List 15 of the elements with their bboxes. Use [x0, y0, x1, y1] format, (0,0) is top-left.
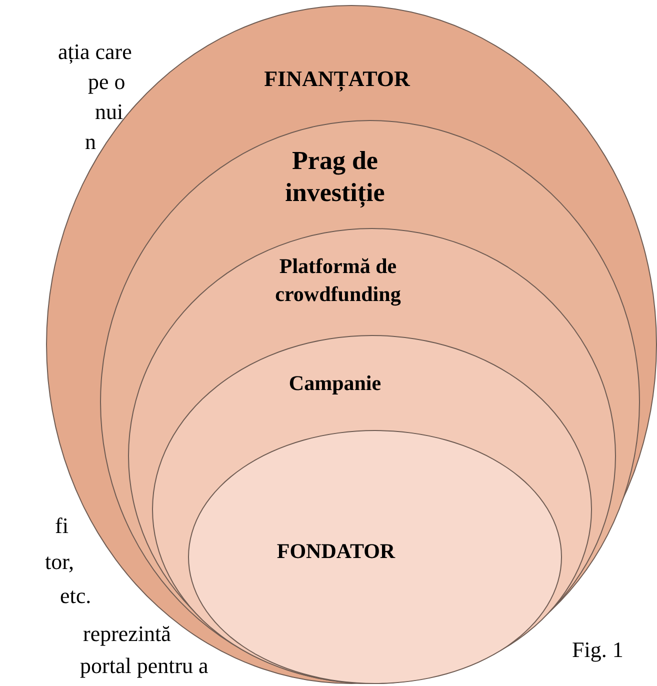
- text-fragment: etc.: [60, 582, 92, 610]
- text-fragment: pe o: [88, 68, 126, 96]
- text-fragment: n: [85, 128, 96, 156]
- text-fragment: portal pentru a: [80, 652, 208, 680]
- text-fragment: tor,: [45, 548, 74, 576]
- circle-label: FONDATOR: [276, 538, 396, 565]
- text-fragment: Fig. 1: [572, 636, 624, 664]
- text-fragment: reprezintă: [83, 620, 171, 648]
- circle-label: Prag de investiție: [284, 145, 386, 209]
- circle-label: Platformă de crowdfunding: [274, 253, 402, 308]
- text-fragment: fi: [55, 512, 68, 540]
- circle-label: Campanie: [288, 370, 382, 397]
- circle-label: FINANȚATOR: [263, 65, 412, 94]
- text-fragment: nui: [95, 98, 124, 126]
- text-fragment: ația care: [58, 38, 132, 66]
